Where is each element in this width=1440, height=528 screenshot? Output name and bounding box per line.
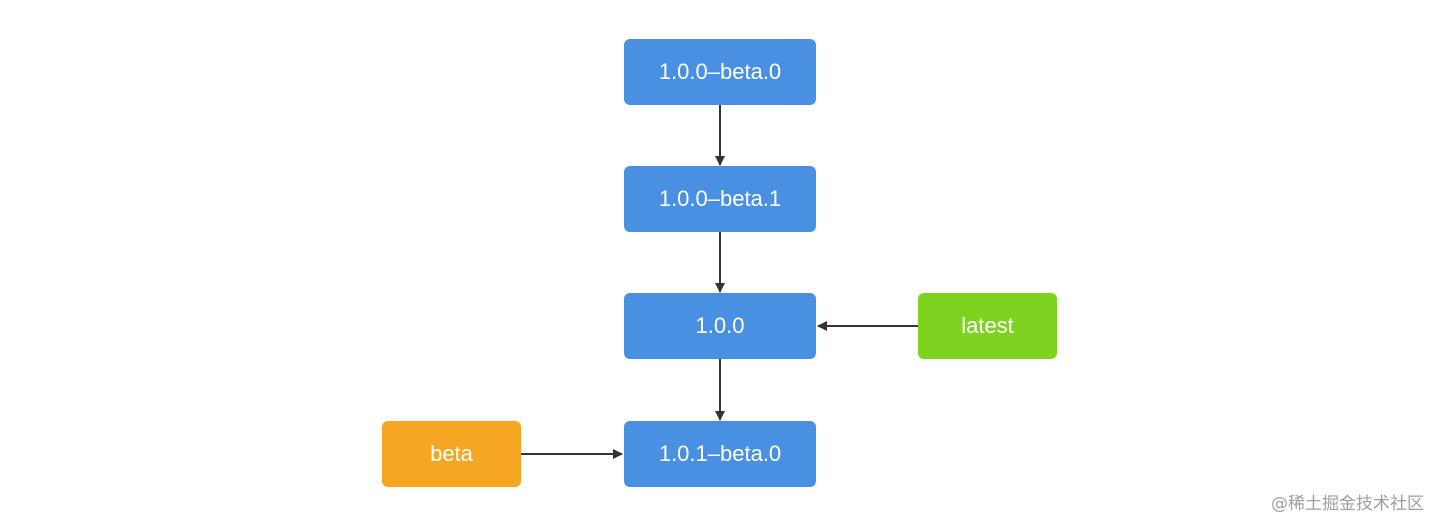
version-node-1-0-0-beta-1: 1.0.0–beta.1 (624, 166, 816, 232)
tag-beta: beta (382, 421, 521, 487)
watermark: @稀土掘金技术社区 (1271, 494, 1424, 514)
version-node-1-0-1-beta-0: 1.0.1–beta.0 (624, 421, 816, 487)
tag-latest: latest (918, 293, 1057, 359)
version-node-1-0-0-beta-0: 1.0.0–beta.0 (624, 39, 816, 105)
version-node-1-0-0: 1.0.0 (624, 293, 816, 359)
